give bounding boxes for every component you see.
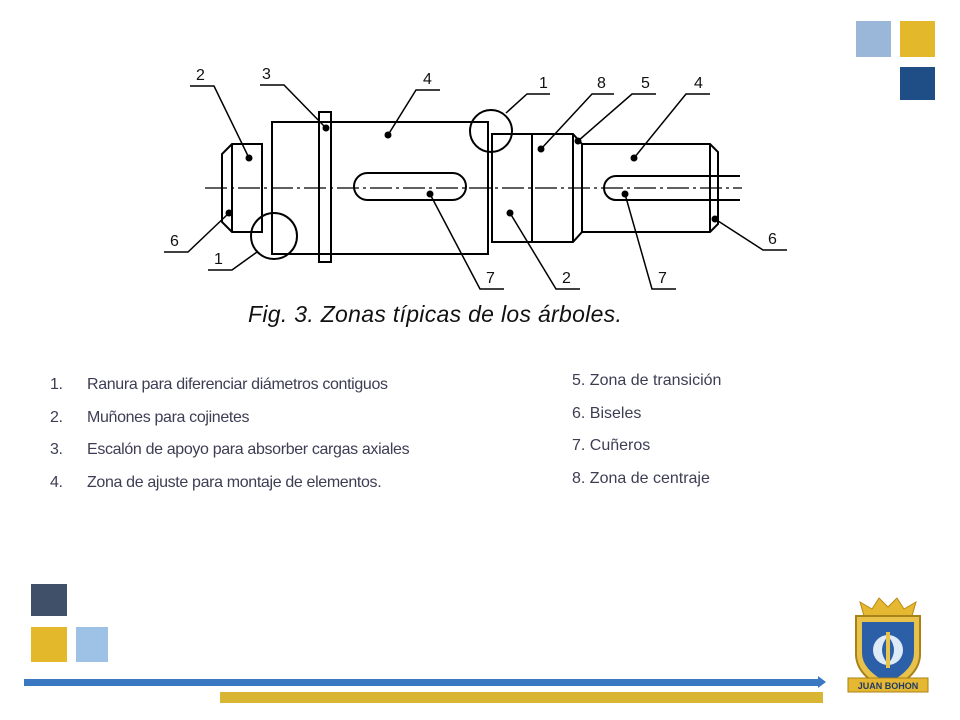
- footer-bar-gold: [220, 692, 823, 703]
- list-item-number: 1.: [50, 376, 63, 393]
- leader-label: 6: [170, 233, 179, 250]
- legend-list-left: 1. Ranura para diferenciar diámetros cont…: [50, 375, 410, 506]
- juan-bohon-logo: JUAN BOHON: [847, 597, 929, 693]
- shield-icon: [855, 615, 921, 692]
- leader-label: 5: [641, 75, 650, 92]
- list-item: 7. Cuñeros: [572, 437, 651, 454]
- leader-label: 7: [658, 270, 667, 287]
- list-item: 3. Escalón de apoyo para absorber cargas …: [50, 440, 410, 473]
- shaft-outline: [205, 109, 742, 263]
- leader-label: 1: [214, 251, 223, 268]
- logo-banner: JUAN BOHON: [847, 677, 929, 693]
- leader-label: 6: [768, 231, 777, 248]
- list-item-number: 3.: [50, 441, 63, 458]
- list-item: 6. Biseles: [572, 404, 642, 422]
- decor-square-navy: [900, 67, 935, 100]
- leader-label: 4: [423, 71, 432, 88]
- leader-labels: 2 3 4 1 8 5 4 6 1 7 2 7 6: [170, 66, 777, 287]
- list-item: 4. Zona de ajuste para montaje de element…: [50, 473, 409, 506]
- decor-square-slate: [31, 584, 67, 616]
- list-item-number: 4.: [50, 473, 63, 491]
- leader-label: 4: [694, 75, 703, 92]
- leader-label: 3: [262, 66, 271, 83]
- decor-square-light-blue: [856, 21, 891, 57]
- crown-icon: [859, 597, 917, 617]
- list-item-text: Zona de ajuste para montaje de elementos…: [87, 473, 382, 491]
- list-item-text: Ranura para diferenciar diámetros contig…: [87, 376, 388, 393]
- logo-text: JUAN BOHON: [858, 681, 919, 691]
- decor-square-gold: [900, 21, 935, 57]
- leader-label: 2: [196, 67, 205, 84]
- leader-lines: [164, 84, 787, 290]
- list-item: 5. Zona de transición: [572, 372, 722, 389]
- list-item-text: Escalón de apoyo para absorber cargas ax…: [87, 441, 410, 458]
- decor-square-light-blue: [76, 627, 108, 662]
- list-item: 2. Muñones para cojinetes: [50, 408, 409, 441]
- list-item-number: 2.: [50, 408, 63, 426]
- list-item-text: Muñones para cojinetes: [87, 408, 250, 426]
- shaft-diagram: 2 3 4 1 8 5 4 6 1 7 2 7 6: [164, 66, 787, 290]
- footer-bar-arrow: [818, 676, 826, 688]
- list-item: 8. Zona de centraje: [572, 469, 710, 487]
- leader-label: 7: [486, 270, 495, 287]
- legend-list-right: 5. Zona de transición 6. Biseles 7. Cuñe…: [572, 371, 721, 501]
- footer-bar-blue: [24, 679, 820, 686]
- figure-caption: Fig. 3. Zonas típicas de los árboles.: [248, 301, 623, 327]
- leader-label: 2: [562, 270, 571, 287]
- decor-square-gold: [31, 627, 67, 662]
- list-item: 1. Ranura para diferenciar diámetros cont…: [50, 375, 409, 408]
- leader-label: 1: [539, 75, 548, 92]
- leader-label: 8: [597, 75, 606, 92]
